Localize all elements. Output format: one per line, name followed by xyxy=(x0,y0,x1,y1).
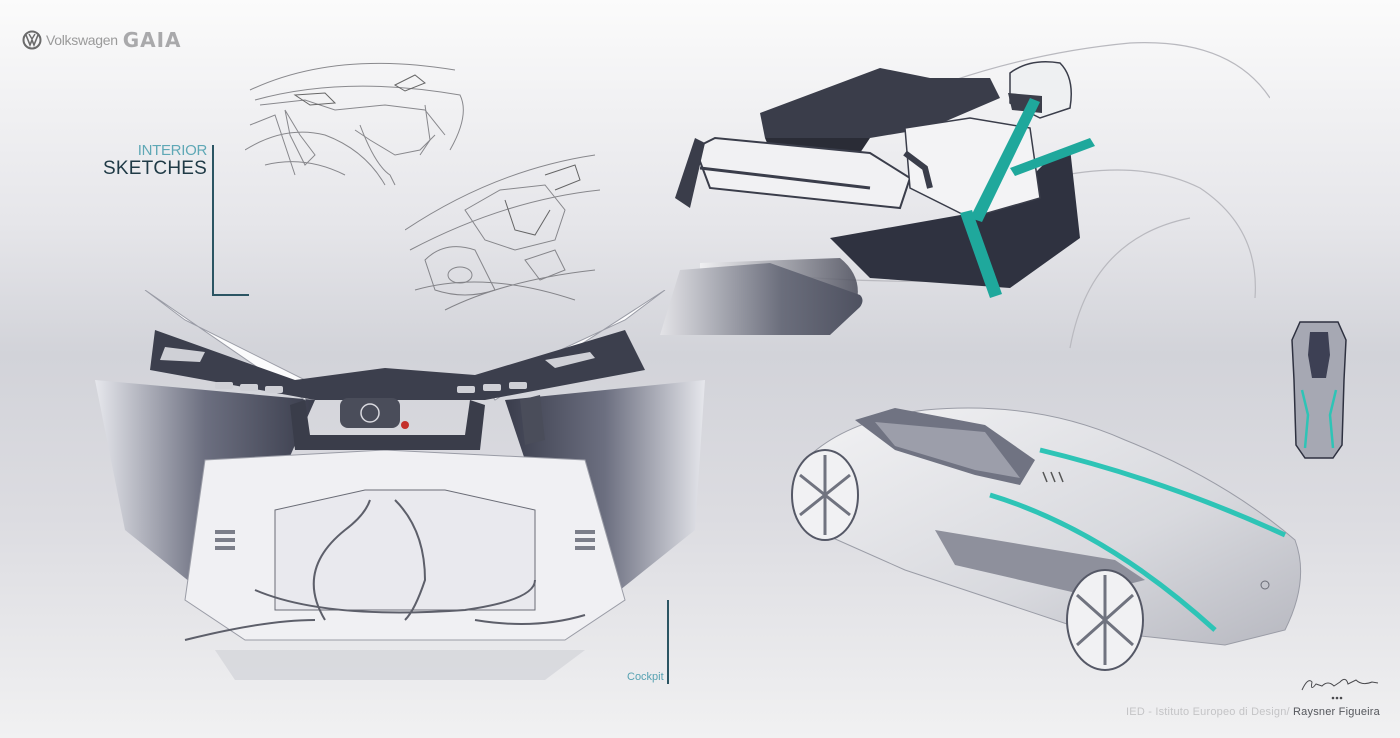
cockpit-callout-line xyxy=(667,600,669,684)
rendering-cockpit-front-view xyxy=(95,290,705,680)
credits-line: IED - Istituto Europeo di Design/ Raysne… xyxy=(1126,706,1380,718)
title-bracket-vertical xyxy=(212,145,214,296)
dark-body-panel xyxy=(660,263,863,335)
vw-logo-icon xyxy=(22,30,42,50)
pencil-sketch-dashboard xyxy=(245,62,464,186)
section-kicker: INTERIOR xyxy=(137,142,208,159)
cockpit-label: Cockpit xyxy=(627,671,664,683)
brand-name: Volkswagen xyxy=(46,32,118,48)
institution-text: IED - Istituto Europeo di Design/ xyxy=(1126,706,1290,718)
brand-logo: Volkswagen GAIA xyxy=(22,28,182,52)
rendering-driver-side-view xyxy=(675,42,1270,349)
artist-signature xyxy=(1301,678,1379,700)
rendering-car-three-quarter xyxy=(791,407,1302,671)
model-name: GAIA xyxy=(122,28,182,52)
section-heading: SKETCHES xyxy=(102,158,207,179)
section-title: INTERIOR SKETCHES xyxy=(103,143,207,179)
author-name: Raysner Figueira xyxy=(1293,706,1380,718)
pencil-sketch-steering-console xyxy=(405,154,600,311)
rendering-car-top-view xyxy=(1291,321,1347,459)
title-bracket-horizontal xyxy=(212,294,249,296)
